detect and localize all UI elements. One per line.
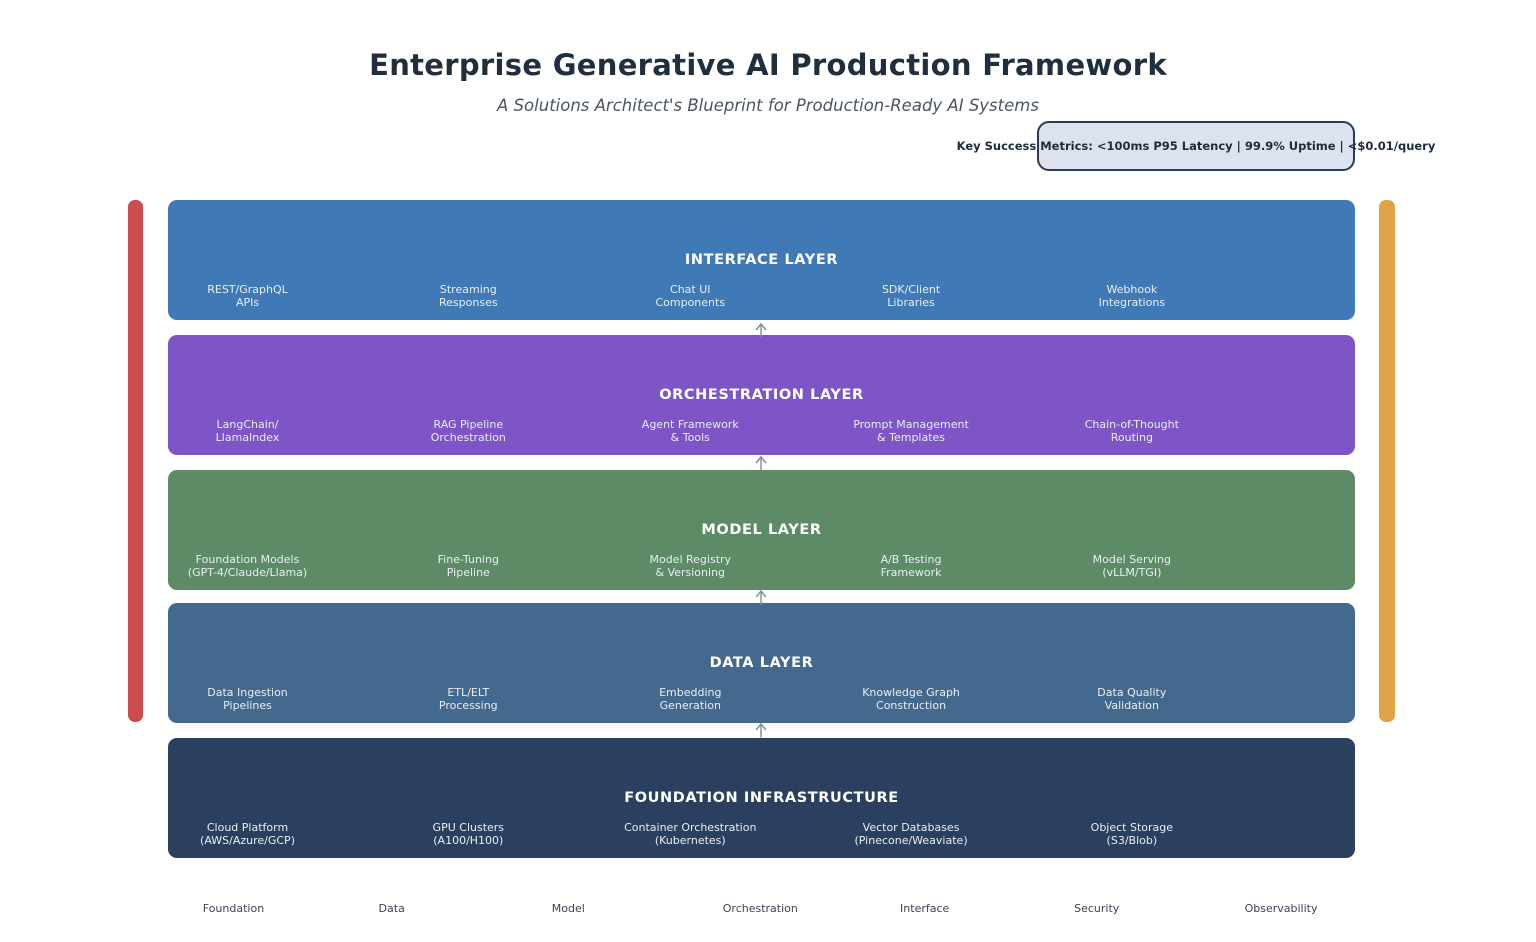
vertical-bar-right bbox=[1379, 200, 1395, 722]
layer-item: Fine-Tuning Pipeline bbox=[437, 552, 499, 580]
layer-title: FOUNDATION INFRASTRUCTURE bbox=[624, 790, 899, 806]
layer-foundation-infrastructure: FOUNDATION INFRASTRUCTURE Cloud Platform… bbox=[168, 738, 1355, 858]
layer-data: DATA LAYER Data Ingestion Pipelines ETL/… bbox=[168, 603, 1355, 723]
legend-label-model: Model bbox=[551, 902, 585, 915]
page-subtitle: A Solutions Architect's Blueprint for Pr… bbox=[497, 96, 1039, 115]
layer-item: Data Ingestion Pipelines bbox=[207, 685, 288, 713]
up-arrow-icon bbox=[755, 722, 767, 738]
layer-item: Embedding Generation bbox=[659, 685, 722, 713]
layer-title: DATA LAYER bbox=[709, 655, 814, 671]
layer-title: INTERFACE LAYER bbox=[684, 252, 839, 268]
up-arrow-icon bbox=[755, 589, 767, 605]
layer-item: Prompt Management & Templates bbox=[853, 417, 969, 445]
layer-item: Object Storage (S3/Blob) bbox=[1090, 820, 1174, 848]
layer-item: Foundation Models (GPT-4/Claude/Llama) bbox=[187, 552, 308, 580]
legend-label-data: Data bbox=[378, 902, 405, 915]
page-title: Enterprise Generative AI Production Fram… bbox=[369, 48, 1167, 82]
layer-item: REST/GraphQL APIs bbox=[207, 282, 288, 310]
up-arrow-icon bbox=[755, 322, 767, 338]
layer-item: Knowledge Graph Construction bbox=[862, 685, 960, 713]
layer-item: LangChain/ LlamaIndex bbox=[215, 417, 280, 445]
legend-label-observability: Observability bbox=[1244, 902, 1318, 915]
layer-item: A/B Testing Framework bbox=[880, 552, 942, 580]
layer-model: MODEL LAYER Foundation Models (GPT-4/Cla… bbox=[168, 470, 1355, 590]
layer-item: Model Registry & Versioning bbox=[649, 552, 732, 580]
layer-title: ORCHESTRATION LAYER bbox=[659, 387, 864, 403]
layer-title: MODEL LAYER bbox=[701, 522, 822, 538]
layer-item: Streaming Responses bbox=[439, 282, 498, 310]
legend-label-security: Security bbox=[1074, 902, 1120, 915]
up-arrow-icon bbox=[755, 455, 767, 471]
legend-label-interface: Interface bbox=[900, 902, 950, 915]
layer-item: Cloud Platform (AWS/Azure/GCP) bbox=[200, 820, 295, 848]
layer-interface: INTERFACE LAYER REST/GraphQL APIs Stream… bbox=[168, 200, 1355, 320]
layer-item: RAG Pipeline Orchestration bbox=[430, 417, 506, 445]
layer-item: Model Serving (vLLM/TGI) bbox=[1092, 552, 1172, 580]
layer-item: Chain-of-Thought Routing bbox=[1084, 417, 1179, 445]
legend-label-orchestration: Orchestration bbox=[722, 902, 798, 915]
layer-item: SDK/Client Libraries bbox=[881, 282, 941, 310]
key-metrics-note: Key Success Metrics: <100ms P95 Latency … bbox=[956, 139, 1436, 153]
layer-item: Vector Databases (Pinecone/Weaviate) bbox=[854, 820, 968, 848]
layer-item: GPU Clusters (A100/H100) bbox=[432, 820, 505, 848]
vertical-bar-left bbox=[128, 200, 143, 722]
layer-orchestration: ORCHESTRATION LAYER LangChain/ LlamaInde… bbox=[168, 335, 1355, 455]
layer-item: Data Quality Validation bbox=[1097, 685, 1167, 713]
layer-item: Webhook Integrations bbox=[1098, 282, 1166, 310]
legend-label-foundation: Foundation bbox=[202, 902, 265, 915]
layer-item: Agent Framework & Tools bbox=[641, 417, 739, 445]
layer-item: Chat UI Components bbox=[655, 282, 726, 310]
layer-item: Container Orchestration (Kubernetes) bbox=[624, 820, 757, 848]
layer-item: ETL/ELT Processing bbox=[438, 685, 498, 713]
key-metrics-box bbox=[1037, 121, 1355, 171]
